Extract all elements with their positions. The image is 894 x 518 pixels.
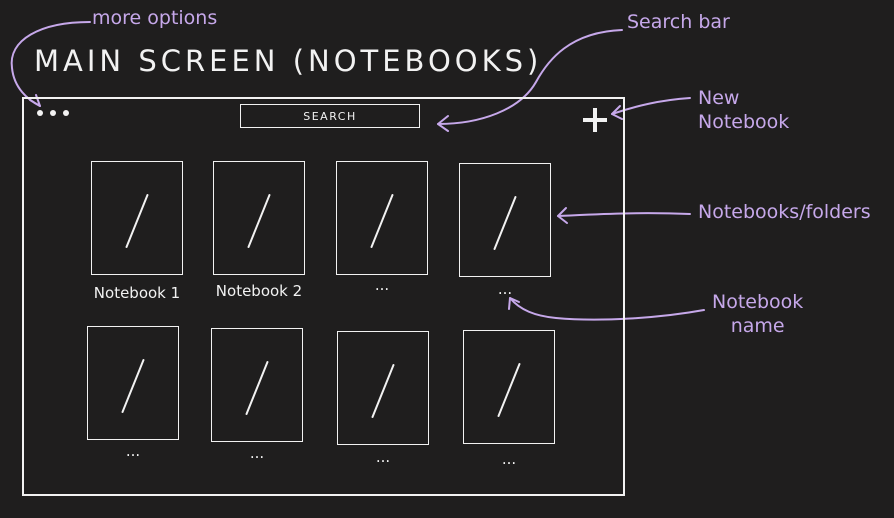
annotation-notebook-name-line1: Notebook — [712, 291, 804, 313]
notebook-cover-icon — [497, 362, 521, 418]
notebook-cover-icon — [121, 358, 145, 414]
arrow-search-bar — [437, 29, 623, 125]
annotation-more-options: more options — [92, 7, 218, 29]
annotation-new-notebook-line1: New — [698, 87, 740, 109]
new-notebook-button[interactable] — [583, 108, 607, 132]
annotation-search-bar: Search bar — [627, 11, 730, 33]
notebook-label: ... — [375, 448, 391, 466]
ellipsis-icon — [50, 110, 56, 116]
ellipsis-icon — [63, 110, 69, 116]
notebook-tile[interactable] — [336, 161, 428, 275]
notebook-cover-icon — [125, 193, 149, 249]
notebook-label: Notebook 2 — [215, 282, 303, 300]
annotation-notebook-name-line2: name — [730, 315, 785, 337]
notebook-cover-icon — [247, 193, 271, 249]
arrow-notebooks-folders — [557, 212, 691, 217]
notebook-label: ... — [374, 276, 390, 294]
notebook-cover-icon — [245, 360, 269, 416]
notebook-tile[interactable] — [459, 163, 551, 277]
screen-frame — [22, 97, 625, 496]
notebook-label: ... — [501, 450, 517, 468]
notebook-cover-icon — [371, 363, 395, 419]
notebook-label: Notebook 1 — [93, 284, 181, 302]
annotation-new-notebook: New Notebook — [698, 86, 789, 134]
notebook-tile[interactable] — [337, 331, 429, 445]
notebook-tile[interactable] — [87, 326, 179, 440]
notebook-tile[interactable] — [463, 330, 555, 444]
annotation-notebooks-folders: Notebooks/folders — [698, 201, 871, 223]
annotation-new-notebook-line2: Notebook — [698, 111, 790, 133]
ellipsis-icon — [37, 110, 43, 116]
notebook-tile[interactable] — [213, 161, 305, 275]
notebook-tile[interactable] — [211, 328, 303, 442]
notebook-label: ... — [249, 444, 265, 462]
notebook-cover-icon — [370, 193, 394, 249]
notebook-label: ... — [125, 442, 141, 460]
arrow-new-notebook — [611, 97, 691, 115]
page-title: MAIN SCREEN (NOTEBOOKS) — [34, 44, 543, 78]
more-options-button[interactable] — [37, 110, 69, 116]
arrow-notebook-name — [509, 297, 705, 321]
notebook-tile[interactable] — [91, 161, 183, 275]
annotation-notebook-name: Notebook name — [712, 290, 803, 338]
notebook-cover-icon — [493, 195, 517, 251]
notebook-label: ... — [497, 280, 513, 298]
search-input[interactable]: SEARCH — [240, 104, 420, 128]
